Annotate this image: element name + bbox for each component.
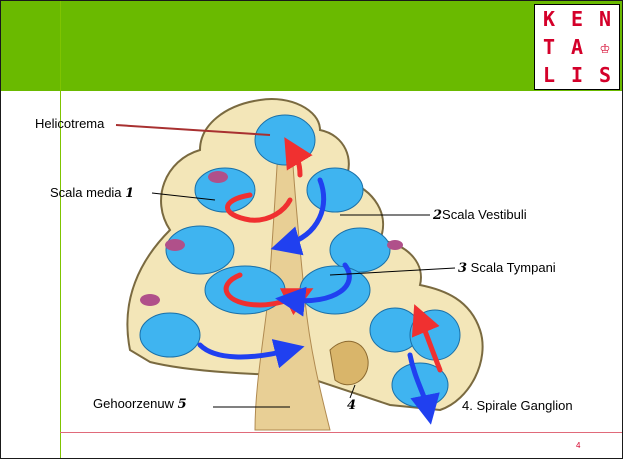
slide-frame bbox=[0, 0, 623, 459]
